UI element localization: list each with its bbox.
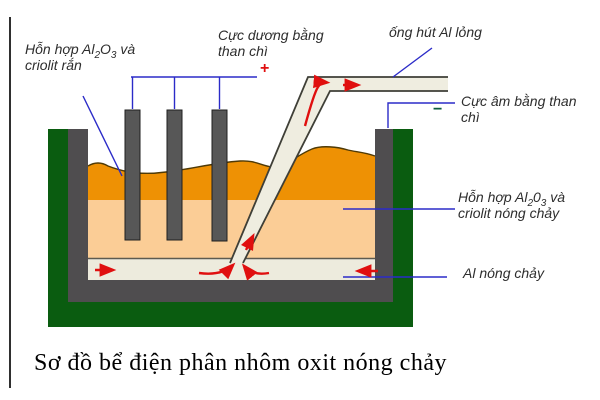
label-suction-tube: ống hút Al lỏng	[389, 24, 482, 40]
label-cathode-line1: Cực âm bằng than	[461, 93, 577, 109]
pointer-line-solid-mixture	[82, 95, 123, 177]
page-border-line	[9, 17, 11, 388]
pointer-line-cathode	[387, 102, 455, 128]
label-molten-mixture: Hỗn hợp Al203 và criolit nóng chảy	[458, 189, 565, 221]
label-solid-mixture-line1: Hỗn hợp Al2O3 và	[25, 41, 136, 61]
pointer-line-suction-tube	[392, 47, 433, 78]
plus-sign: +	[260, 60, 270, 77]
solid-crust-surface-outline	[87, 146, 376, 175]
label-cathode-line2: chì	[461, 109, 480, 125]
flow-arrow-tube-lower	[240, 232, 255, 252]
flow-arrow-converge-right	[241, 263, 270, 281]
minus-sign: −	[433, 101, 443, 118]
anode-electrode-2	[166, 109, 183, 241]
label-anode-line2: than chì	[218, 43, 268, 59]
tank-outer-shell	[48, 129, 413, 327]
tank-lining-cathode	[68, 129, 393, 302]
label-cathode: Cực âm bằng than chì	[461, 93, 577, 125]
anode-electrode-3	[211, 109, 228, 242]
label-molten-mixture-line2: criolit nóng chảy	[458, 205, 560, 221]
anode-electrode-1	[124, 109, 141, 241]
label-solid-mixture-line2: criolit rắn	[25, 57, 82, 73]
diagram-caption: Sơ đồ bể điện phân nhôm oxit nóng chảy	[34, 350, 447, 376]
suction-tube-outline-inner	[242, 90, 448, 264]
suction-tube-outline-outer	[229, 76, 448, 264]
label-molten-al: Al nóng chảy	[463, 265, 544, 281]
flow-arrow-tube-bend	[303, 74, 331, 127]
label-molten-mixture-line1: Hỗn hợp Al203 và	[458, 189, 566, 209]
flow-arrow-converge-left	[198, 262, 236, 280]
label-solid-mixture: Hỗn hợp Al2O3 và criolit rắn	[25, 41, 135, 73]
label-anode-line1: Cực dương bằng	[218, 27, 324, 43]
label-anode: Cực dương bằng than chì	[218, 27, 324, 59]
solid-crust-layer	[88, 146, 375, 200]
